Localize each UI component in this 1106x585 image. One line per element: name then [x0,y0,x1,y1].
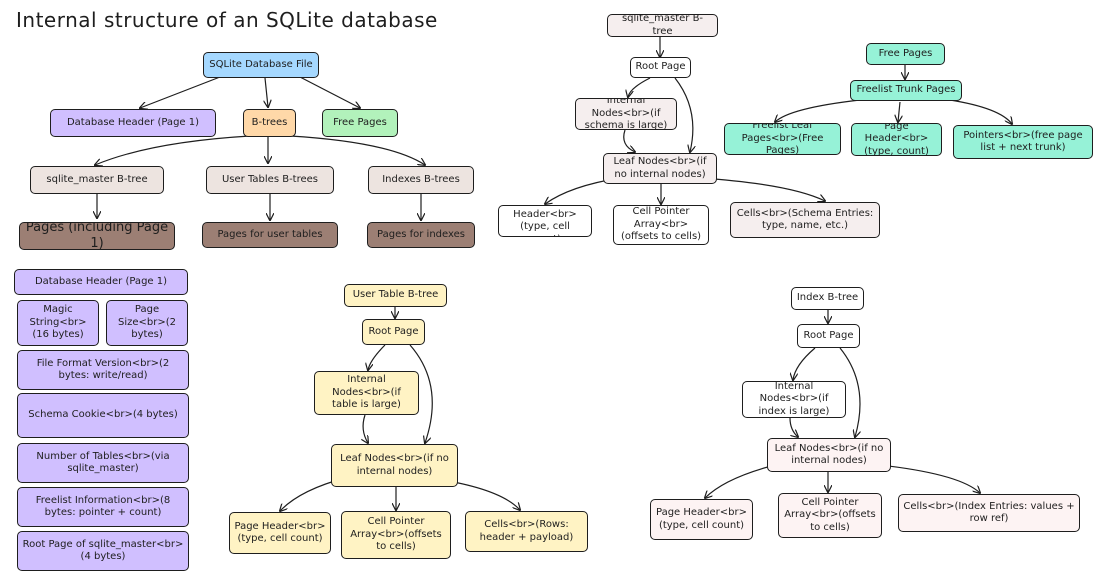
edge-fp-trunk-header [898,101,900,122]
fp-freelist-trunk: Freelist Trunk Pages [850,80,962,101]
dh-root-page-master: Root Page of sqlite_master<br>(4 bytes) [17,531,189,571]
edge-mt-leaf-cells [699,177,825,201]
dh-title: Database Header (Page 1) [14,269,188,295]
ut-page-header: Page Header<br>(type, cell count) [229,512,331,554]
it-page-header: Page Header<br>(type, cell count) [650,499,753,540]
node-sqlite-database-file: SQLite Database File [203,52,319,78]
it-cells: Cells<br>(Index Entries: values + row re… [898,494,1080,532]
ut-title: User Table B-tree [344,284,447,307]
edge-ut-root-leaf [409,344,433,443]
edge-it-internal-leaf [789,417,798,437]
it-cell-pointer: Cell Pointer Array<br>(offsets to cells) [778,493,882,538]
mt-internal-nodes: Internal Nodes<br>(if schema is large) [575,98,677,130]
ut-root-page: Root Page [362,319,425,345]
edge-it-root-internal [793,347,816,380]
fp-title: Free Pages [866,43,945,65]
edge-it-root-leaf [839,347,860,437]
node-pages-indexes: Pages for indexes [367,222,475,248]
edge-ut-internal-leaf [363,414,368,443]
edge-mt-root-leaf [674,77,693,152]
mt-page-header: Page Header<br>(type, cell count) [498,205,592,237]
ut-leaf-nodes: Leaf Nodes<br>(if no internal nodes) [331,444,458,487]
dh-number-of-tables: Number of Tables<br>(via sqlite_master) [17,443,189,483]
mt-cell-pointer: Cell Pointer Array<br>(offsets to cells) [613,205,709,245]
edge-it-leaf-header [705,464,776,498]
node-pages-user: Pages for user tables [202,222,338,248]
node-database-header: Database Header (Page 1) [50,109,216,137]
fp-page-header: Page Header<br>(type, count) [851,123,942,156]
dh-freelist-information: Freelist Information<br>(8 bytes: pointe… [17,487,189,527]
edge-file-btrees [265,77,268,107]
node-user-tables-btrees: User Tables B-trees [206,166,334,194]
ut-internal-nodes: Internal Nodes<br>(if table is large) [314,371,419,415]
dh-magic-string: Magic String<br>(16 bytes) [17,300,99,346]
it-title: Index B-tree [791,287,864,310]
edge-fp-trunk-pointers [949,99,1012,124]
dh-schema-cookie: Schema Cookie<br>(4 bytes) [17,393,189,438]
node-pages-master: Pages (including Page 1) [19,222,175,250]
edge-fp-trunk-leaf [775,99,861,122]
dh-page-size: Page Size<br>(2 bytes) [106,300,188,346]
node-sqlite-master-btree: sqlite_master B-tree [30,166,164,194]
it-root-page: Root Page [797,324,860,348]
ut-cell-pointer: Cell Pointer Array<br>(offsets to cells) [341,511,451,559]
fp-freelist-leaf: Freelist Leaf Pages<br>(Free Pages) [724,123,841,155]
fp-pointers: Pointers<br>(free page list + next trunk… [953,125,1093,159]
edge-file-free [299,76,360,108]
mt-title: sqlite_master B-tree [607,14,718,37]
dh-file-format-version: File Format Version<br>(2 bytes: write/r… [17,350,189,390]
node-indexes-btrees: Indexes B-trees [368,166,474,194]
edge-mt-root-internal [628,77,651,97]
mt-root-page: Root Page [630,57,691,78]
it-internal-nodes: Internal Nodes<br>(if index is large) [742,381,846,418]
ut-cells: Cells<br>(Rows: header + payload) [465,511,588,552]
edge-mt-internal-leaf [623,129,635,152]
it-leaf-nodes: Leaf Nodes<br>(if no internal nodes) [767,438,891,472]
edge-btrees-master [95,135,251,165]
mt-cells: Cells<br>(Schema Entries: type, name, et… [730,202,880,238]
edge-file-header [140,76,221,108]
node-free-pages: Free Pages [322,109,398,137]
mt-leaf-nodes: Leaf Nodes<br>(if no internal nodes) [603,153,717,184]
node-btrees: B-trees [243,109,296,137]
edge-btrees-indexes [289,135,425,165]
edge-ut-root-internal [368,344,386,370]
page-title: Internal structure of an SQLite database [16,8,438,32]
edge-it-leaf-cells [879,464,980,493]
